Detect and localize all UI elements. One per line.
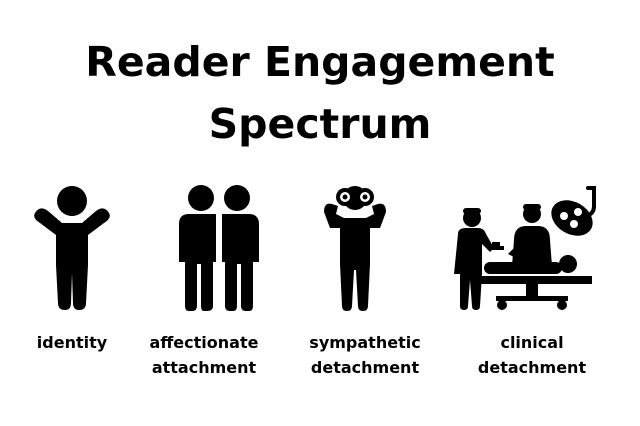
title-line-2: Spectrum — [208, 100, 432, 148]
stage-label-affectionate-attachment: affectionate attachment — [149, 333, 259, 377]
title-line-1: Reader Engagement — [85, 38, 555, 86]
surgeons-operating-icon — [454, 186, 596, 310]
stage-label-sympathetic-detachment: sympathetic detachment — [309, 333, 421, 377]
arms-raised-person-icon — [34, 186, 110, 310]
person-with-binoculars-icon — [324, 186, 386, 311]
two-people-embracing-icon — [179, 185, 259, 311]
stage-label-clinical-detachment: clinical detachment — [477, 333, 587, 377]
stage-label-identity: identity — [36, 333, 108, 352]
